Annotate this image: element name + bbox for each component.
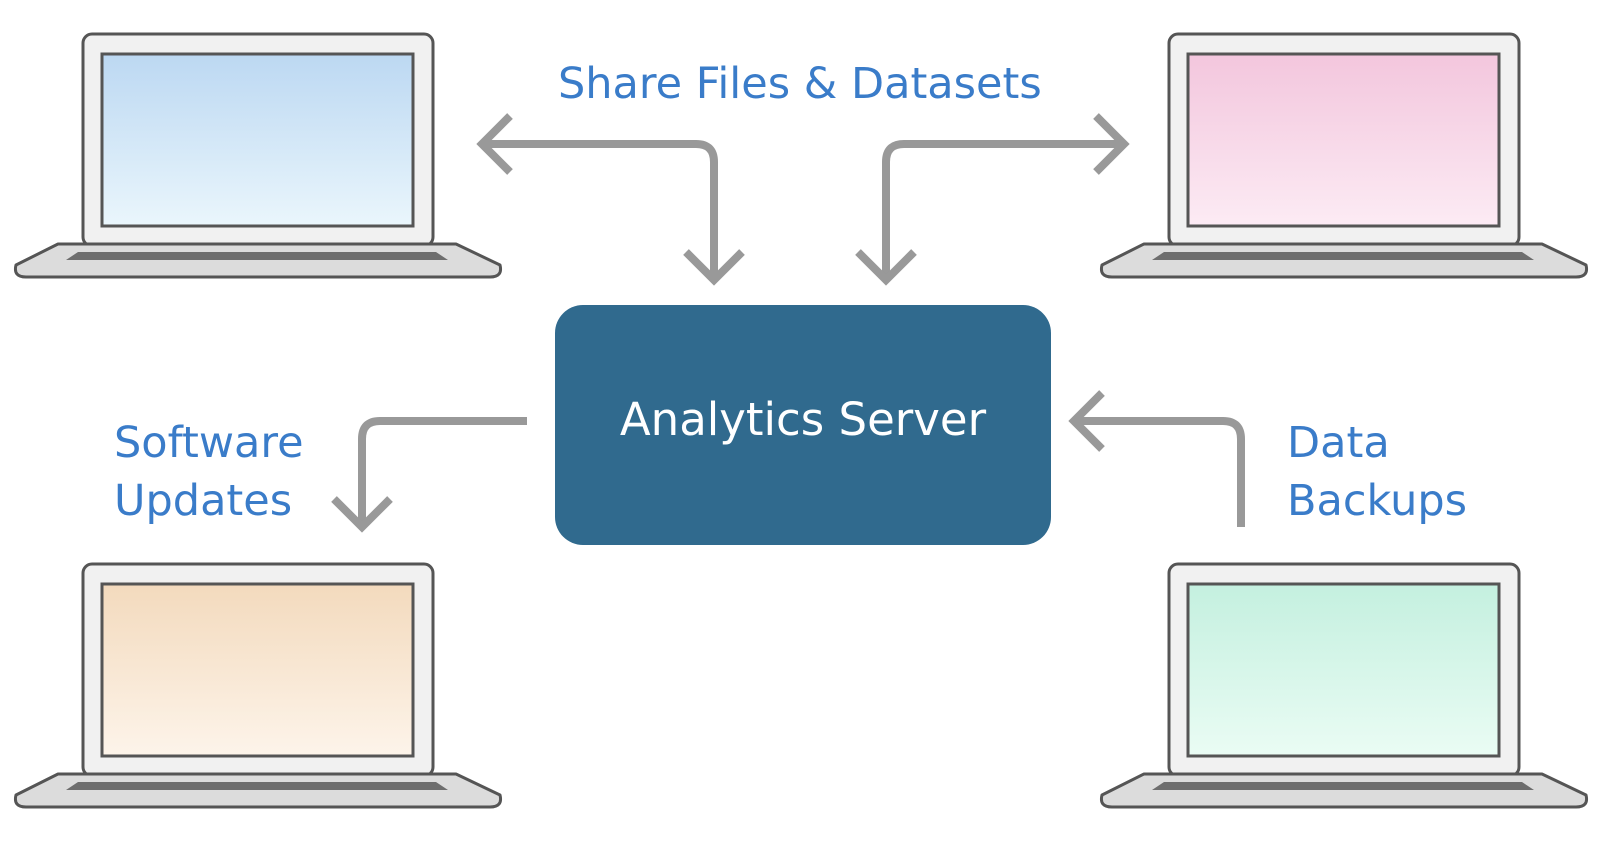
share-left-arrow-line: [482, 140, 718, 278]
laptop-top-left: [14, 32, 502, 279]
software-updates-label: Software Updates: [114, 414, 304, 530]
backups-arrow-line: [1074, 417, 1245, 527]
share-right-arrowhead-down: [855, 249, 917, 286]
laptop-screen: [100, 52, 415, 228]
data-backups-label: Data Backups: [1287, 414, 1467, 530]
software-arrowhead: [331, 496, 393, 533]
software-arrow-line: [358, 417, 527, 526]
data-backups-line1: Data: [1287, 418, 1390, 468]
laptop-bottom-right: [1100, 562, 1588, 809]
laptop-bottom-left: [14, 562, 502, 809]
laptop-screen: [100, 582, 415, 758]
software-updates-line2: Updates: [114, 476, 293, 526]
software-updates-line1: Software: [114, 418, 304, 468]
share-right-arrow-line: [882, 140, 1124, 278]
share-left-arrowhead-down: [683, 249, 745, 286]
share-right-arrowhead-right: [1093, 113, 1130, 175]
share-files-label: Share Files & Datasets: [558, 55, 1042, 113]
share-left-arrowhead-left: [476, 113, 513, 175]
backups-arrowhead: [1068, 390, 1105, 452]
share-files-text: Share Files & Datasets: [558, 59, 1042, 109]
laptop-screen: [1186, 52, 1501, 228]
data-backups-line2: Backups: [1287, 476, 1468, 526]
server-label: Analytics Server: [619, 393, 987, 446]
laptop-screen: [1186, 582, 1501, 758]
laptop-top-right: [1100, 32, 1588, 279]
analytics-server-node: Analytics Server: [555, 305, 1051, 545]
